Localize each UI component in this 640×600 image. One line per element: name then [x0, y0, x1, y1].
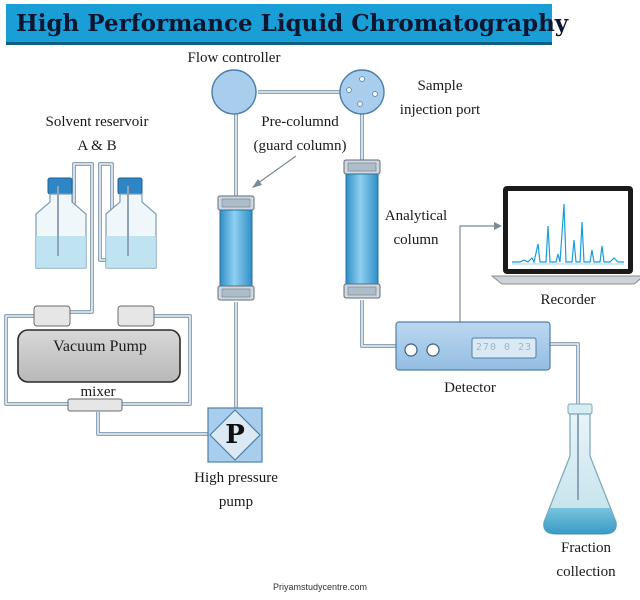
detector-label: Detector [444, 380, 496, 396]
fraction-flask [543, 403, 617, 535]
chromatogram-trace [512, 203, 624, 264]
analytical-column-label: Analytical column [384, 208, 448, 248]
credit-text: Priyamstudycentre.com [272, 582, 368, 592]
detector [395, 321, 551, 371]
fraction-collection-label: Fraction collection [556, 540, 616, 580]
recorder-label: Recorder [540, 292, 596, 308]
diagram-title: High Performance Liquid Chromatography [16, 9, 569, 37]
vacuum-pump [17, 305, 181, 383]
tube-column-to-detector [360, 300, 396, 348]
mixer-label: mixer [80, 384, 116, 400]
detector-display: 270 0 23 [475, 342, 533, 353]
pump-symbol: P [225, 420, 245, 450]
sample-injection-port [339, 69, 385, 115]
flow-controller-label: Flow controller [187, 50, 281, 66]
flow-controller [211, 69, 257, 115]
solvent-reservoir-label: Solvent reservoir A & B [45, 114, 149, 154]
solvent-bottle-a [35, 177, 87, 269]
pre-column-label: Pre-columnd (guard column) [253, 114, 347, 154]
pre-column [217, 195, 255, 301]
sample-injection-label: Sample injection port [399, 78, 481, 118]
solvent-bottle-b [105, 177, 157, 269]
recorder-laptop [490, 186, 640, 285]
high-pressure-pump [207, 407, 263, 463]
analytical-column [343, 159, 381, 299]
mixer [67, 398, 123, 412]
pointer-arrows [252, 155, 502, 322]
high-pressure-pump-label: High pressure pump [194, 470, 278, 510]
vacuum-pump-label: Vacuum Pump [53, 338, 147, 355]
tube-mixer-to-pump [96, 412, 210, 436]
title-banner: High Performance Liquid Chromatography [6, 4, 568, 45]
